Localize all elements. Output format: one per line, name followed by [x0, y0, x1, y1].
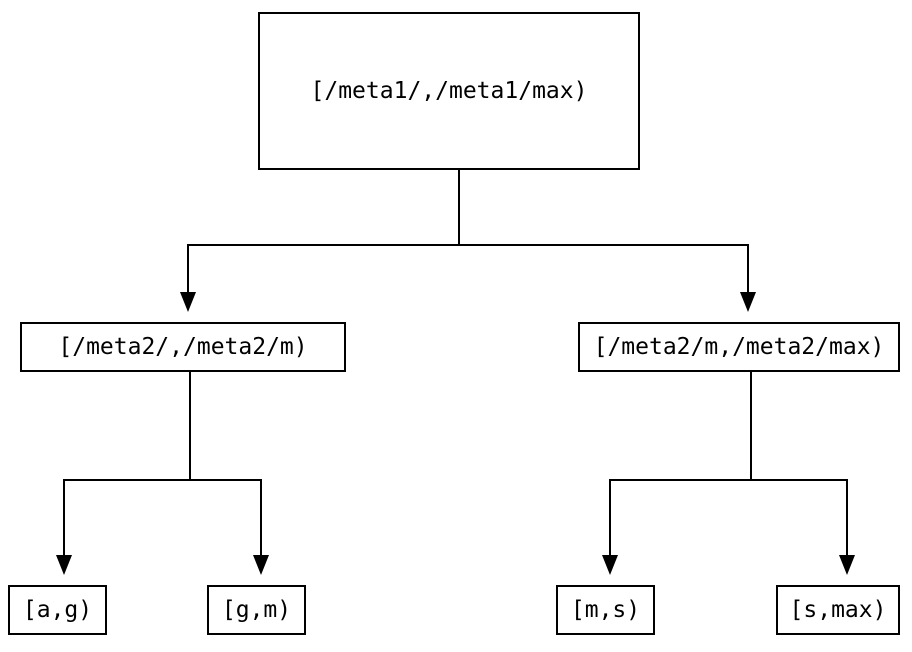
arrowhead-root-mid-left	[180, 292, 196, 312]
edge-group-root	[180, 170, 756, 312]
node-leaf-ms[interactable]: [m,s)	[556, 585, 655, 635]
arrowhead-midright-smax	[839, 555, 855, 575]
node-leaf-gm[interactable]: [g,m)	[207, 585, 306, 635]
arrowhead-root-mid-right	[740, 292, 756, 312]
node-root[interactable]: [/meta1/,/meta1/max)	[258, 12, 640, 170]
node-leaf-gm-label: [g,m)	[221, 596, 292, 623]
node-mid-right[interactable]: [/meta2/m,/meta2/max)	[578, 322, 900, 372]
node-root-label: [/meta1/,/meta1/max)	[310, 77, 588, 104]
arrowhead-midleft-ag	[56, 555, 72, 575]
edge-group-mid-left	[56, 372, 269, 575]
node-leaf-ms-label: [m,s)	[570, 596, 641, 623]
node-leaf-ag[interactable]: [a,g)	[8, 585, 107, 635]
arrowhead-midleft-gm	[253, 555, 269, 575]
node-mid-left[interactable]: [/meta2/,/meta2/m)	[20, 322, 346, 372]
edge-group-mid-right	[602, 372, 855, 575]
node-leaf-ag-label: [a,g)	[22, 596, 93, 623]
node-leaf-smax-label: [s,max)	[789, 596, 887, 623]
node-mid-right-label: [/meta2/m,/meta2/max)	[593, 333, 885, 360]
node-mid-left-label: [/meta2/,/meta2/m)	[58, 333, 308, 360]
node-leaf-smax[interactable]: [s,max)	[776, 585, 900, 635]
arrowhead-midright-ms	[602, 555, 618, 575]
